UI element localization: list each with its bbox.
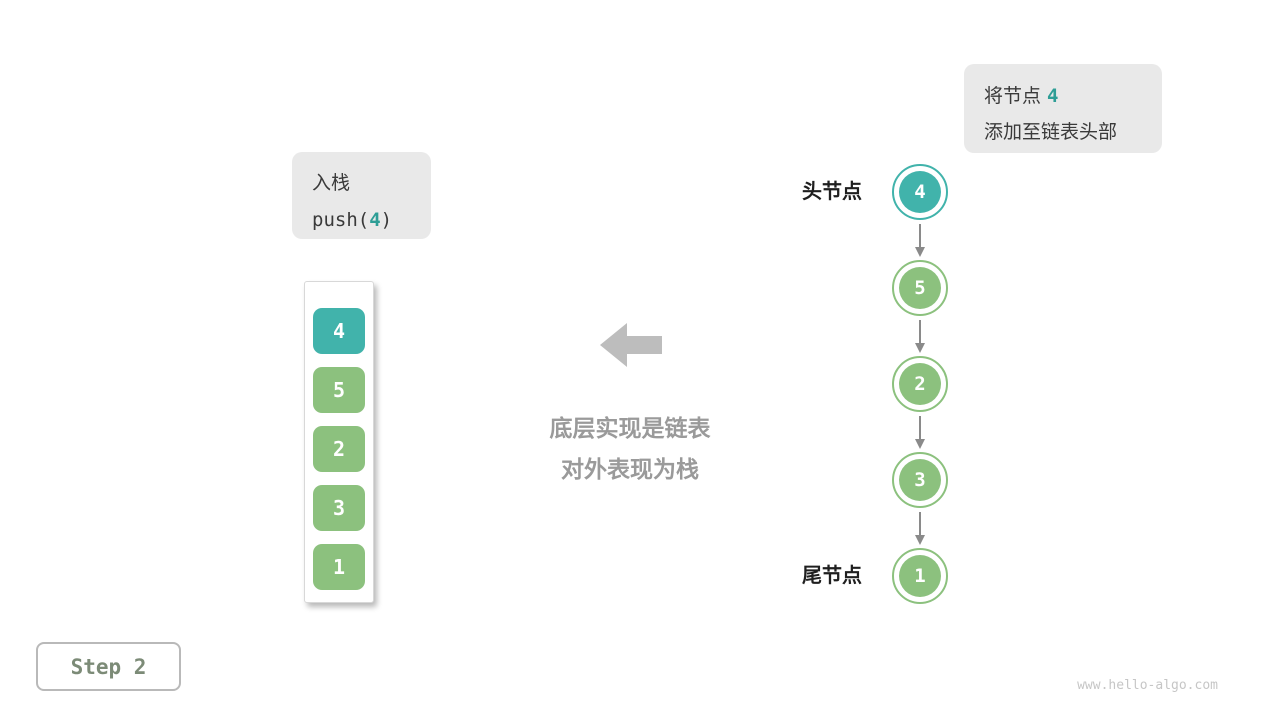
code-suffix: ) (380, 209, 393, 231)
watermark-text: www.hello-algo.com (1077, 678, 1218, 693)
node-value: 4 (899, 171, 941, 213)
operation-callout: 入栈 push(4) (292, 152, 431, 239)
caption-line1: 底层实现是链表 (549, 415, 711, 441)
arrow-down-icon (915, 512, 925, 545)
arrow-left-icon (600, 323, 662, 367)
stack-item: 2 (313, 426, 365, 472)
caption-line2: 对外表现为栈 (561, 456, 699, 482)
code-value: 4 (369, 209, 381, 231)
linked-list-node: 4 (892, 164, 948, 220)
linked-list-node: 5 (892, 260, 948, 316)
note-line1-text: 将节点 (984, 86, 1042, 107)
operation-code: push(4) (312, 202, 411, 238)
linked-list-node: 1 (892, 548, 948, 604)
linked-list-node: 2 (892, 356, 948, 412)
node-value: 3 (899, 459, 941, 501)
stack-item: 4 (313, 308, 365, 354)
tail-node-label: 尾节点 (802, 565, 862, 587)
caption-text: 底层实现是链表 对外表现为栈 (430, 408, 830, 490)
stack-item: 5 (313, 367, 365, 413)
arrow-down-icon (915, 320, 925, 353)
node-value: 1 (899, 555, 941, 597)
arrow-down-icon (915, 224, 925, 257)
node-value: 2 (899, 363, 941, 405)
arrow-down-icon (915, 416, 925, 449)
stack-item: 3 (313, 485, 365, 531)
note-line1-value: 4 (1047, 85, 1059, 107)
stack-item: 1 (313, 544, 365, 590)
step-badge: Step 2 (36, 642, 181, 691)
stack-container: 4 5 2 3 1 (304, 281, 374, 603)
operation-title: 入栈 (312, 173, 351, 194)
code-prefix: push( (312, 209, 370, 231)
node-value: 5 (899, 267, 941, 309)
linked-list-node: 3 (892, 452, 948, 508)
note-line2: 添加至链表头部 (984, 122, 1118, 143)
head-node-label: 头节点 (802, 181, 862, 203)
